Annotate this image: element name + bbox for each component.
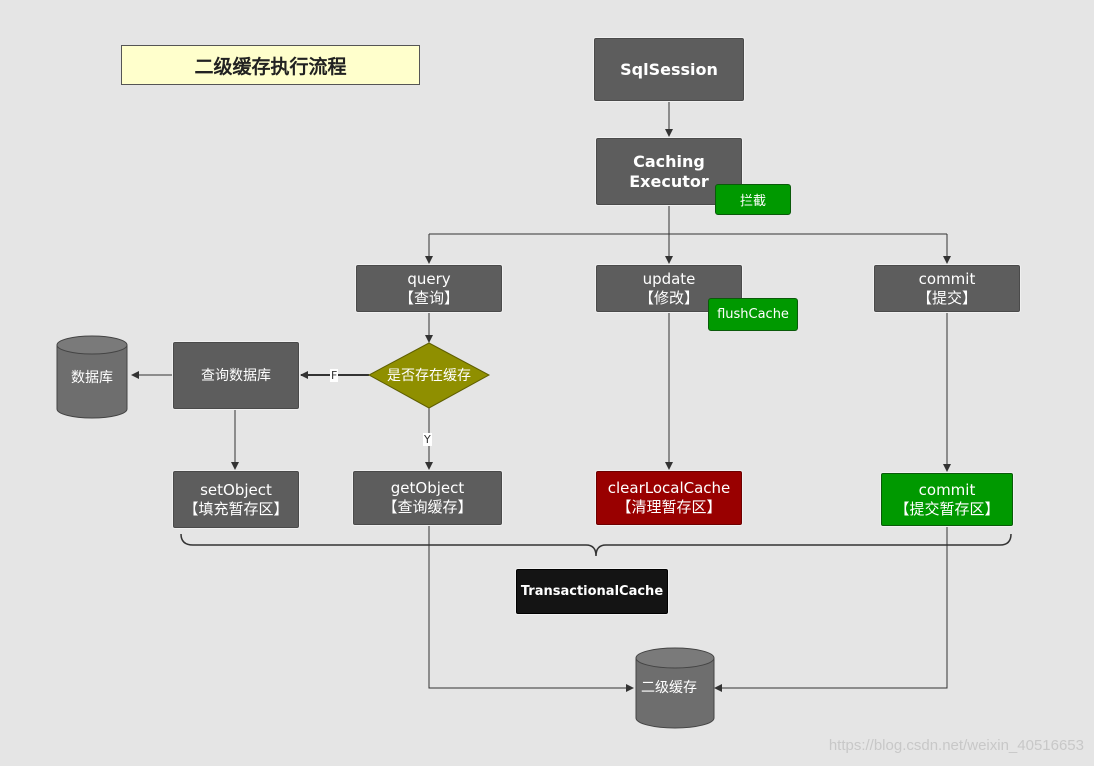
page-title: 二级缓存执行流程 (121, 45, 420, 85)
node-commit: commit 【提交】 (874, 265, 1020, 312)
l2cache-label: 二级缓存 (641, 680, 697, 696)
edge-committx-l2cache (714, 526, 948, 692)
node-sqlsession-label: SqlSession (620, 59, 718, 79)
node-commit-tx: commit 【提交暂存区】 (881, 473, 1013, 526)
database-label: 数据库 (71, 370, 113, 386)
node-commit-tx-line2: 【提交暂存区】 (894, 499, 1000, 518)
node-transactional-cache: TransactionalCache (516, 569, 668, 614)
node-get-object-line1: getObject (390, 479, 465, 497)
node-query-line2: 【查询】 (398, 288, 459, 307)
decision-label: 是否存在缓存 (387, 368, 471, 384)
node-query-line1: query (407, 269, 451, 288)
node-sqlsession: SqlSession (594, 38, 744, 101)
node-clear-local-cache-line2: 【清理暂存区】 (616, 498, 722, 516)
node-query-db: 查询数据库 (173, 342, 299, 409)
node-clear-local-cache: clearLocalCache 【清理暂存区】 (596, 471, 742, 525)
node-commit-line1: commit (918, 269, 976, 288)
node-set-object-line2: 【填充暂存区】 (183, 499, 289, 518)
node-query-db-label: 查询数据库 (201, 367, 271, 384)
database-cylinder: 数据库 (56, 335, 128, 419)
node-commit-tx-line1: commit (918, 480, 976, 499)
node-query: query 【查询】 (356, 265, 502, 312)
node-caching-executor-line2: Executor (629, 171, 709, 191)
node-update-line1: update (642, 269, 696, 288)
node-transactional-cache-label: TransactionalCache (520, 584, 664, 599)
node-clear-local-cache-line1: clearLocalCache (607, 479, 731, 497)
watermark: https://blog.csdn.net/weixin_40516653 (828, 737, 1084, 754)
edge-label-yes: Y (423, 433, 432, 446)
node-set-object-line1: setObject (200, 480, 272, 499)
edge-label-false: F (330, 369, 339, 382)
tag-intercept: 拦截 (715, 184, 791, 215)
node-caching-executor-line1: Caching (633, 151, 705, 171)
node-update-line2: 【修改】 (638, 288, 699, 307)
edge-getobject-l2cache (428, 526, 634, 692)
brace (180, 533, 1012, 557)
node-get-object: getObject 【查询缓存】 (353, 471, 502, 525)
l2cache-cylinder: 二级缓存 (635, 647, 715, 729)
decision-diamond (367, 342, 491, 409)
node-get-object-line2: 【查询缓存】 (382, 498, 473, 516)
node-commit-line2: 【提交】 (916, 288, 977, 307)
node-set-object: setObject 【填充暂存区】 (173, 471, 299, 528)
tag-flushcache: flushCache (708, 298, 798, 331)
